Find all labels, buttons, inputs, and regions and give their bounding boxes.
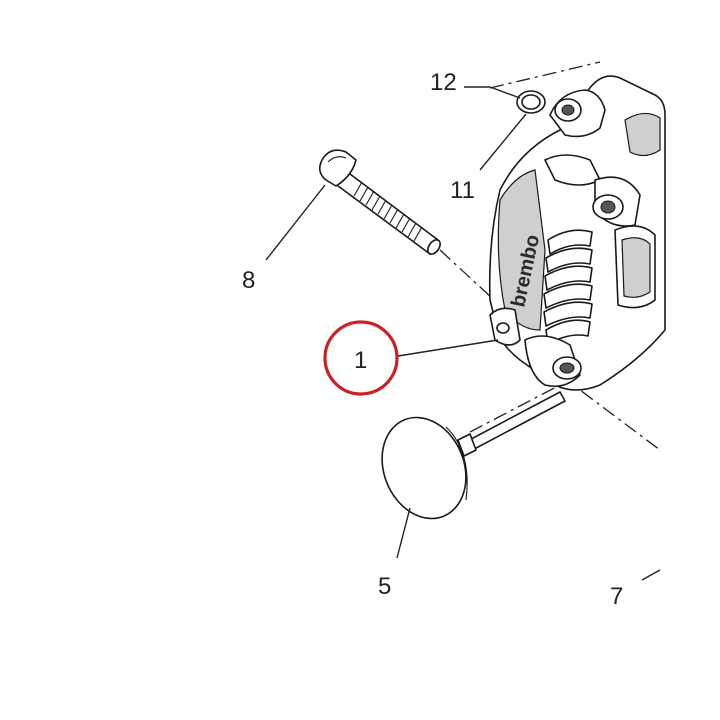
callout-1[interactable]: 1 (354, 347, 367, 374)
callout-12[interactable]: 12 (430, 69, 457, 96)
callout-8[interactable]: 8 (242, 267, 255, 294)
callout-11[interactable]: 11 (450, 177, 475, 204)
callout-1-highlight-ring (323, 320, 399, 396)
part-5-pad-pin-cap[interactable] (367, 391, 566, 531)
callout-5[interactable]: 5 (378, 573, 391, 600)
callout-7[interactable]: 7 (610, 583, 623, 610)
part-8-mounting-bolt[interactable] (318, 149, 443, 256)
part-1-brake-caliper[interactable]: brembo (488, 75, 666, 391)
leader-lines (265, 86, 661, 581)
part-12-seal-ring[interactable] (516, 90, 546, 114)
